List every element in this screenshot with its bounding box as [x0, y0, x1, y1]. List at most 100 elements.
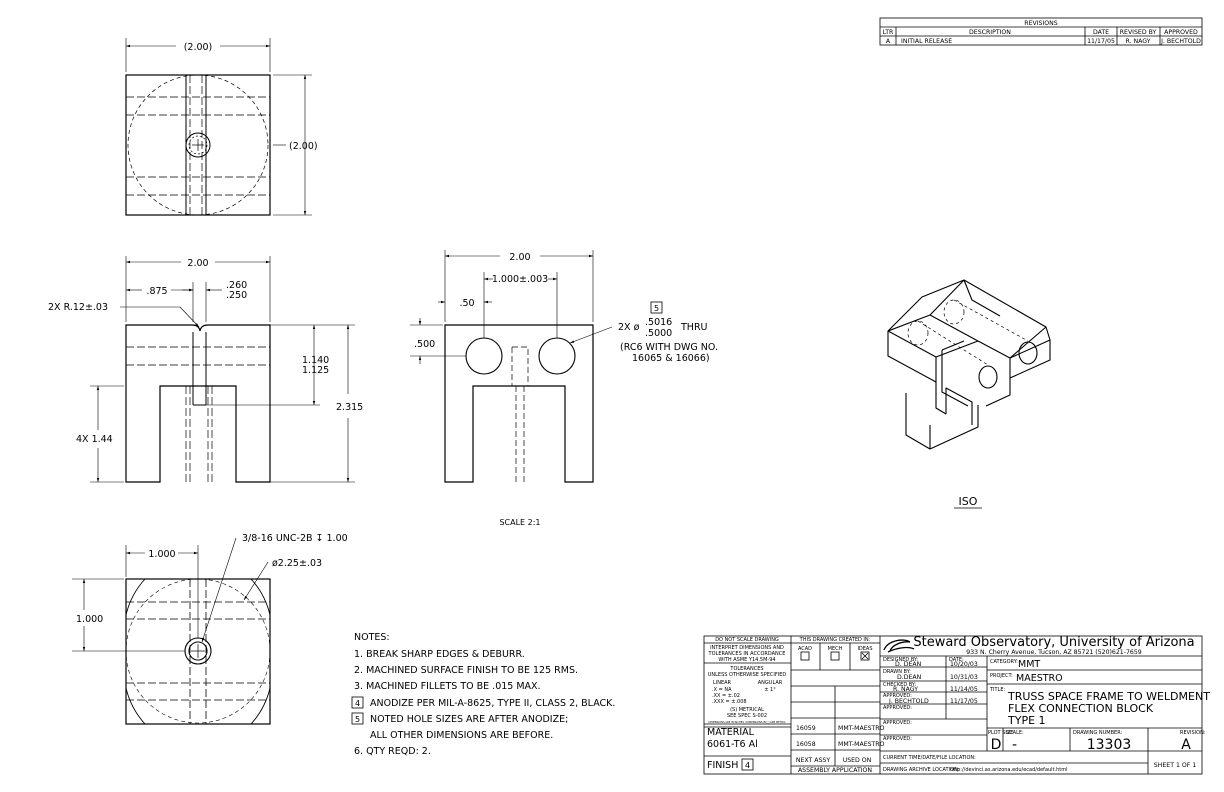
- bottom-view: [72, 537, 271, 725]
- front-view-leg-dim: 4X 1.44: [76, 434, 113, 445]
- top-view-width-dim: (2.00): [184, 42, 213, 53]
- rev-header-ltr: LTR: [883, 29, 894, 36]
- rev-header-approved: APPROVED: [1164, 29, 1198, 36]
- tb-title-line2: FLEX CONNECTION BLOCK: [1008, 702, 1154, 715]
- tb-created-ideas: IDEAS: [857, 646, 872, 652]
- tb-interpret-1: INTERPRET DIMENSIONS AND: [710, 645, 784, 651]
- tb-plot-size-label: PLOT SIZE: [988, 730, 1013, 736]
- tb-title-label: TITLE:: [989, 687, 1006, 693]
- tb-title-line3: TYPE 1: [1007, 714, 1046, 727]
- bottom-view-height-dim: 1.000: [76, 614, 103, 625]
- tb-current-file-label: CURRENT TIME/DATE/FILE LOCATION:: [883, 755, 976, 761]
- tb-linear-label: LINEAR: [713, 680, 732, 686]
- tb-angular-label: ANGULAR: [758, 680, 783, 686]
- tb-fine-print: DIMENSIONS ARE IN INCHES / DIMENSIONS IN…: [709, 720, 786, 724]
- iso-label: ISO: [959, 495, 978, 508]
- front-view-slot-depth-upper: 1.140: [302, 355, 329, 366]
- note-4-flag: 4: [355, 699, 360, 708]
- rev-row-description: INITIAL RELEASE: [901, 38, 952, 45]
- tb-drawn-by-label: DRAWN BY:: [883, 669, 911, 675]
- tb-scale-label: SCALE:: [1006, 730, 1024, 736]
- side-view-hole-thru: THRU: [680, 322, 708, 333]
- tb-approved-date: 11/17/05: [950, 698, 978, 705]
- side-view-scale-label: SCALE 2:1: [499, 518, 540, 527]
- bottom-view-thread-note: 3/8-16 UNC-2B ↧ 1.00: [242, 533, 348, 544]
- tb-material: 6061-T6 Al: [707, 739, 758, 750]
- notes-title: NOTES:: [354, 632, 390, 643]
- tb-tol-xx: .XX = ±.02: [712, 693, 740, 699]
- front-view-slot-upper: .260: [226, 280, 247, 291]
- side-view-hole-callout-prefix: 2X ø: [618, 322, 640, 333]
- tb-created-in: THIS DRAWING CREATED IN:: [799, 637, 871, 643]
- top-view-height-dim: (2.00): [289, 141, 318, 152]
- note-4-flag-box: [351, 696, 364, 709]
- tb-metrical: (S) METRICAL: [730, 707, 764, 713]
- tb-title-line1: TRUSS SPACE FRAME TO WELDMENT: [1007, 690, 1210, 703]
- tb-finish-flag: 4: [745, 761, 750, 770]
- tb-do-not-scale: DO NOT SCALE DRAWING: [715, 637, 779, 643]
- tb-tol-x: .X = NA: [712, 687, 732, 693]
- tb-scale: -: [1012, 737, 1017, 753]
- tb-approved-by: J. BECHTOLD: [888, 698, 929, 705]
- tb-approved-label-3: APPROVED:: [883, 736, 912, 742]
- tb-tol-angle: ± 1°: [764, 687, 776, 693]
- rev-header-revised-by: REVISED BY: [1120, 29, 1157, 36]
- tb-checked-date: 11/14/05: [950, 686, 978, 693]
- tb-created-mech: MECH: [828, 646, 843, 652]
- tb-checked-by-label: CHECKED BY:: [883, 682, 916, 688]
- side-view-hole-flag: 5: [654, 304, 659, 313]
- tb-used-on-label: USED ON: [843, 757, 872, 764]
- tb-next-assy-2: 16058: [796, 741, 816, 748]
- rev-row-approved: J. BECHTOLD: [1160, 38, 1201, 45]
- note-5-flag: 5: [355, 715, 360, 724]
- tb-designed-date-label: DATE:: [949, 657, 964, 663]
- tb-see-spec: SEE SPEC S-002: [727, 713, 767, 719]
- tb-project-label: PROJECT:: [990, 673, 1013, 679]
- title-block: [703, 635, 1203, 775]
- tb-drawing-number: 13303: [1087, 737, 1132, 753]
- front-view-slot-depth-lower: 1.125: [302, 365, 329, 376]
- tb-designed-date: 10/20/03: [950, 661, 978, 668]
- front-view-height-dim: 2.315: [336, 402, 363, 413]
- revisions-title: REVISIONS: [1024, 20, 1058, 27]
- tb-interpret-2: TOLERANCES IN ACCORDANCE: [708, 651, 786, 657]
- side-view-hole-size-lower: .5000: [645, 328, 672, 339]
- side-view-hole-offset: .50: [459, 298, 474, 309]
- note-2: 2. MACHINED SURFACE FINISH TO BE 125 RMS…: [354, 665, 578, 676]
- tb-drawn-date: 10/31/03: [950, 674, 978, 681]
- front-view-slot-lower: .250: [226, 290, 247, 301]
- tb-project: MAESTRO: [1016, 673, 1063, 684]
- note-5-continued: ALL OTHER DIMENSIONS ARE BEFORE.: [370, 730, 553, 741]
- tb-created-acad: ACAD: [798, 646, 812, 652]
- tb-sheet-label: SHEET 1 OF 1: [1154, 762, 1196, 769]
- tb-category: MMT: [1018, 659, 1040, 670]
- top-view: [125, 38, 312, 216]
- front-view: [90, 256, 355, 483]
- tb-application-label: ASSEMBLY APPLICATION: [798, 767, 872, 774]
- note-1: 1. BREAK SHARP EDGES & DEBURR.: [354, 649, 525, 660]
- rev-row-date: 11/17/05: [1087, 38, 1115, 45]
- side-view-hole-size-upper: .5016: [645, 317, 672, 328]
- tb-material-label: MATERIAL: [707, 727, 755, 738]
- tb-approved-label-2: APPROVED:: [883, 720, 912, 726]
- tb-designed-by: D. DEAN: [895, 661, 922, 668]
- tb-org-address: 933 N. Cherry Avenue, Tucson, AZ 85721 (…: [966, 649, 1142, 656]
- tb-approved-label-1: APPROVED:: [883, 705, 912, 711]
- tb-finish-label: FINISH: [707, 760, 738, 771]
- rev-row-revised-by: R. NAGY: [1125, 38, 1150, 45]
- note-3: 3. MACHINED FILLETS TO BE .015 MAX.: [354, 681, 541, 692]
- note-5-flag-box: [351, 712, 364, 725]
- side-view-hole-height: .500: [414, 339, 435, 350]
- tb-org-name: Steward Observatory, University of Arizo…: [913, 635, 1194, 650]
- iso-view: [887, 279, 1051, 450]
- side-view-hole-note-1: (RC6 WITH DWG NO.: [620, 342, 718, 353]
- note-4: ANODIZE PER MIL-A-8625, TYPE II, CLASS 2…: [370, 698, 615, 709]
- tb-revision: A: [1181, 737, 1191, 753]
- tb-tol-xxx: .XXX = ±.008: [712, 699, 747, 705]
- side-view: [410, 250, 663, 483]
- front-view-dim-875: .875: [146, 286, 167, 297]
- tb-checked-by: R. NAGY: [893, 686, 918, 693]
- side-view-hole-note-2: 16065 & 16066): [632, 353, 710, 364]
- tb-drawing-number-label: DRAWING NUMBER:: [1073, 730, 1123, 736]
